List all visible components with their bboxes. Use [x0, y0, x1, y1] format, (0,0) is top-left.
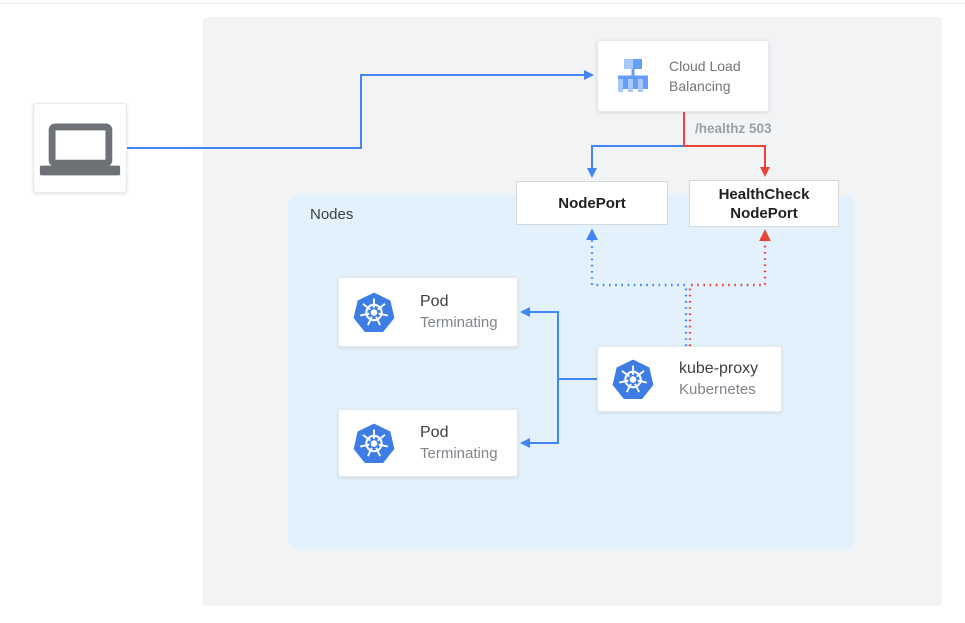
kube-proxy-node: kube-proxy Kubernetes — [597, 346, 782, 412]
healthcheck-nodeport-label: HealthCheck NodePort — [718, 185, 810, 222]
pod-status: Terminating — [420, 314, 498, 331]
pod-title: Pod — [420, 293, 449, 310]
cloud-load-balancing-label: Cloud Load Balancing — [669, 58, 741, 94]
kube-proxy-subtitle: Kubernetes — [679, 381, 756, 398]
laptop-icon — [39, 123, 121, 176]
kube-proxy-title: kube-proxy — [679, 360, 759, 377]
kubernetes-icon — [611, 357, 655, 401]
client-node — [33, 103, 127, 193]
nodes-label: Nodes — [310, 206, 354, 223]
kubernetes-icon — [352, 421, 396, 465]
pod-node-1: Pod Terminating — [338, 277, 518, 347]
pod-title: Pod — [420, 424, 449, 441]
load-balancer-icon — [611, 54, 655, 98]
pod-status: Terminating — [420, 445, 498, 462]
cloud-load-balancing-node: Cloud Load Balancing — [597, 40, 769, 112]
kubernetes-icon — [352, 290, 396, 334]
page-top-divider — [0, 3, 965, 4]
nodeport-label: NodePort — [558, 194, 626, 212]
nodeport-node: NodePort — [516, 181, 668, 225]
pod-node-2: Pod Terminating — [338, 409, 518, 477]
healthcheck-nodeport-node: HealthCheck NodePort — [689, 180, 839, 227]
healthz-status-label: /healthz 503 — [695, 121, 772, 136]
